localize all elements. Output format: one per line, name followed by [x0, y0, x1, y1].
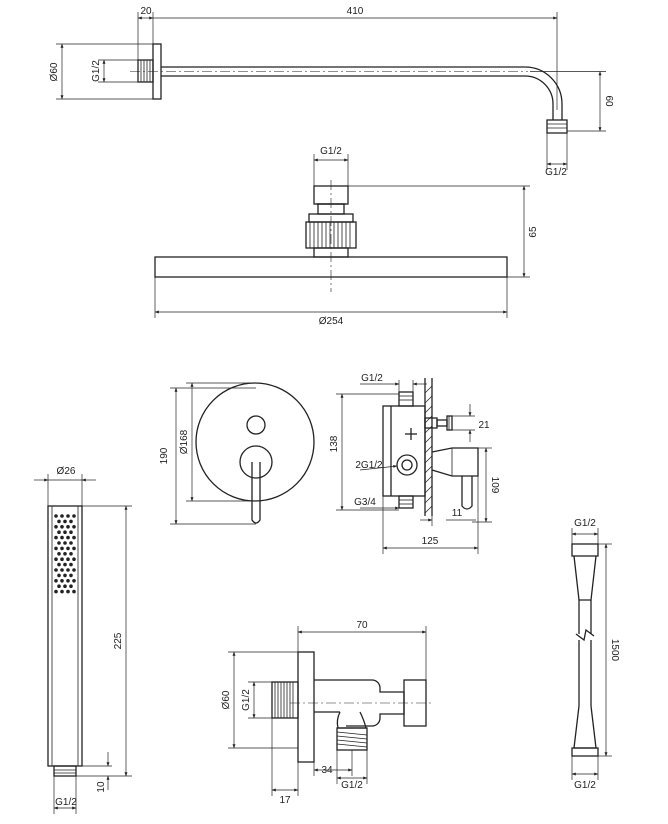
nozzle-dot: [63, 552, 67, 556]
hand-dim-end: 10: [96, 781, 107, 793]
body-dim-right-height: 109: [489, 477, 500, 494]
shower-arm-view: [56, 12, 606, 170]
nozzle-dot: [72, 557, 76, 561]
nozzle-dot: [57, 552, 61, 556]
nozzle-dot: [57, 519, 61, 524]
overhead-dim-diameter: Ø254: [319, 316, 344, 327]
hand-shower-view: [34, 474, 132, 814]
arm-dim-drop: 60: [603, 95, 614, 107]
plate-dim-outer-height: 190: [159, 447, 170, 464]
nozzle-dot: [66, 589, 70, 594]
hand-dim-diameter: Ø26: [57, 466, 76, 477]
nozzle-dot: [54, 546, 58, 551]
nozzle-dot: [69, 562, 73, 567]
nozzle-dot: [63, 519, 67, 524]
body-dim-right-bottom: 11: [452, 508, 463, 519]
nozzle-dot: [57, 573, 61, 578]
nozzle-dot: [60, 514, 64, 518]
nozzle-dot: [54, 568, 58, 572]
nozzle-dot: [54, 579, 58, 583]
body-dim-total-depth: 125: [422, 536, 439, 547]
arm-dim-diameter: Ø60: [49, 62, 60, 81]
nozzle-dot: [54, 535, 58, 540]
nozzle-dot: [69, 530, 73, 534]
body-dim-right-small: 21: [478, 420, 490, 431]
nozzle-dot: [72, 514, 76, 518]
hand-dim-thread: G1/2: [55, 797, 77, 808]
nozzle-dot: [69, 541, 73, 545]
mixer-plate-view: [170, 382, 315, 525]
nozzle-pattern: [54, 514, 76, 594]
nozzle-dot: [72, 568, 76, 572]
mixer-body-view: [336, 378, 492, 554]
nozzle-dot: [66, 514, 70, 518]
nozzle-dot: [72, 525, 76, 529]
nozzle-dot: [63, 584, 67, 588]
nozzle-dot: [63, 573, 67, 578]
body-dim-depth-top: 138: [329, 435, 340, 452]
nozzle-dot: [60, 535, 64, 540]
hand-dim-length: 225: [113, 632, 124, 649]
outlet-dim-thread-left: G1/2: [241, 689, 252, 711]
nozzle-dot: [66, 579, 70, 583]
outlet-dim-offset: 34: [321, 765, 333, 776]
nozzle-dot: [57, 584, 61, 588]
hose-view: [571, 528, 612, 780]
nozzle-dot: [69, 519, 73, 524]
nozzle-dot: [54, 514, 58, 518]
nozzle-dot: [66, 525, 70, 529]
nozzle-dot: [54, 557, 58, 561]
nozzle-dot: [63, 562, 67, 567]
arm-dim-length: 410: [347, 6, 364, 17]
nozzle-dot: [72, 589, 76, 594]
nozzle-dot: [69, 552, 73, 556]
nozzle-dot: [54, 589, 58, 594]
nozzle-dot: [72, 546, 76, 551]
nozzle-dot: [60, 568, 64, 572]
nozzle-dot: [66, 535, 70, 540]
hose-dim-length: 1500: [609, 639, 620, 662]
nozzle-dot: [66, 546, 70, 551]
nozzle-dot: [57, 562, 61, 567]
nozzle-dot: [57, 530, 61, 534]
hose-dim-thread-top: G1/2: [574, 518, 596, 529]
nozzle-dot: [60, 579, 64, 583]
wall-outlet-view: [228, 626, 432, 796]
arm-dim-flange: 20: [140, 6, 152, 17]
nozzle-dot: [60, 557, 64, 561]
outlet-dim-thread-bottom: G1/2: [341, 780, 363, 791]
overhead-shower-view: [154, 154, 530, 318]
hose-dim-thread-bottom: G1/2: [574, 780, 596, 791]
overhead-dim-thread: G1/2: [320, 146, 342, 157]
nozzle-dot: [72, 579, 76, 583]
outlet-dim-flange: 17: [279, 795, 291, 806]
outlet-dim-diameter: Ø60: [221, 690, 232, 709]
nozzle-dot: [66, 557, 70, 561]
nozzle-dot: [60, 525, 64, 529]
arm-dim-thread-outlet: G1/2: [545, 167, 567, 178]
nozzle-dot: [54, 525, 58, 529]
nozzle-dot: [69, 584, 73, 588]
nozzle-dot: [63, 541, 67, 545]
outlet-dim-width: 70: [356, 620, 368, 631]
nozzle-dot: [57, 541, 61, 545]
body-dim-thread-top: G1/2: [361, 373, 383, 384]
overhead-dim-height: 65: [528, 226, 539, 238]
arm-dim-thread-wall: G1/2: [91, 60, 102, 82]
nozzle-dot: [69, 573, 73, 578]
body-dim-inlet-thread: G3/4: [354, 497, 376, 508]
nozzle-dot: [60, 589, 64, 594]
nozzle-dot: [60, 546, 64, 551]
nozzle-dot: [72, 535, 76, 540]
body-dim-outlet-thread: 2G1/2: [355, 460, 383, 471]
nozzle-dot: [66, 568, 70, 572]
nozzle-dot: [63, 530, 67, 534]
plate-dim-inner-diameter: Ø168: [179, 429, 190, 454]
